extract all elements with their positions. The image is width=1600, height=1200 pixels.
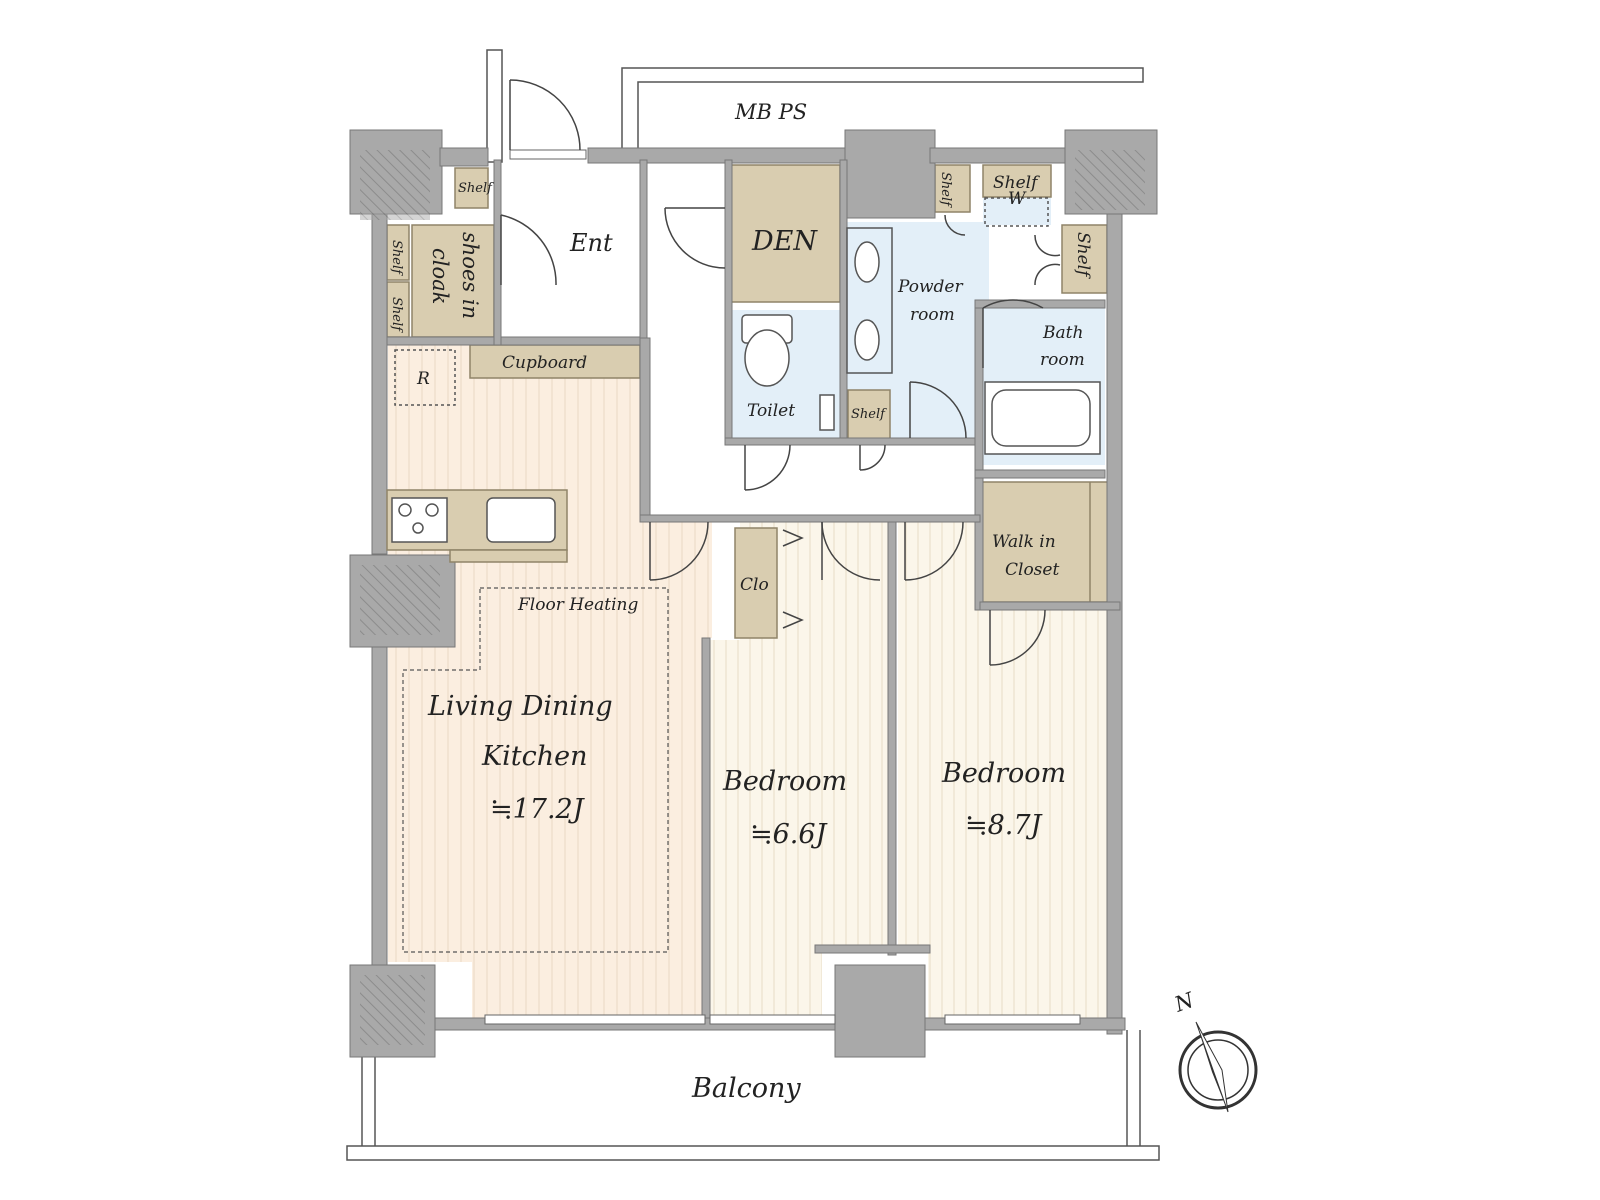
bedroom1-size-label: ≒6.6J xyxy=(750,819,829,850)
clo-label: Clo xyxy=(740,575,769,595)
walk-in-closet-label: Walk in xyxy=(992,532,1056,552)
den xyxy=(729,164,841,303)
bath-room-label-2: room xyxy=(1040,350,1085,370)
washer-space xyxy=(984,197,1049,227)
shoes-cloak-label: shoes in xyxy=(458,232,482,319)
bath-room-label: Bath xyxy=(1042,323,1083,343)
bedroom2-floor xyxy=(898,520,1122,1018)
kitchen-counter-lower xyxy=(449,549,568,563)
stove xyxy=(391,497,448,543)
north-compass xyxy=(1178,1021,1258,1113)
balcony-rail xyxy=(346,1030,1160,1161)
mb-ps-frame xyxy=(621,67,1144,148)
ldk-size-label: ≒17.2J xyxy=(490,794,586,825)
ent-label: Ent xyxy=(569,229,613,257)
cupboard xyxy=(469,344,641,379)
doors xyxy=(500,79,1061,666)
shelf-w xyxy=(982,164,1052,198)
entry-door-frame xyxy=(486,49,503,163)
ldk-label-2: Kitchen xyxy=(481,741,588,772)
walk-in-closet xyxy=(979,481,1121,603)
w-label: W xyxy=(1008,189,1027,209)
shelf-top xyxy=(934,164,971,213)
ldk-floor xyxy=(388,345,712,1018)
fixtures xyxy=(386,197,1101,953)
shelf-right xyxy=(1061,224,1108,294)
bedroom2-size-label: ≒8.7J xyxy=(965,810,1044,841)
shelf-hall xyxy=(847,389,891,441)
floor-heating-label: Floor Heating xyxy=(517,595,638,615)
floor-heating-outline xyxy=(402,587,669,953)
bedroom2-label: Bedroom xyxy=(941,758,1066,789)
shelf-right-label: Shelf xyxy=(1073,232,1093,279)
shelf-top-label: Shelf xyxy=(938,172,953,208)
powder-room-label: Powder xyxy=(897,277,963,297)
cupboard-label: Cupboard xyxy=(502,353,587,373)
storage-blocks xyxy=(386,164,1121,639)
den-label: DEN xyxy=(751,226,818,257)
balcony-label: Balcony xyxy=(691,1073,801,1104)
bedroom1-floor xyxy=(705,520,888,1018)
shelf-entry xyxy=(454,167,489,209)
refrigerator-space xyxy=(394,349,456,406)
walk-in-closet-label-2: Closet xyxy=(1005,560,1059,580)
kitchen-sink xyxy=(486,497,556,543)
room-labels: MB PS Shelf Shelf Shelf shoes in cloak E… xyxy=(389,100,1198,1104)
pillar-hatch xyxy=(360,150,1145,1045)
shelf-hall-label: Shelf xyxy=(851,407,887,422)
bedroom1-label: Bedroom xyxy=(722,766,847,797)
refrigerator-label: R xyxy=(416,369,430,389)
shoes-cloak-label-2: cloak xyxy=(428,248,452,304)
ldk-label-1: Living Dining xyxy=(427,691,613,722)
clo xyxy=(734,527,778,639)
shelf-cloak-2-label: Shelf xyxy=(389,297,404,333)
mb-ps-label: MB PS xyxy=(734,100,807,124)
toilet-label: Toilet xyxy=(747,401,795,421)
windows xyxy=(484,149,1081,1025)
shelf-entry-label: Shelf xyxy=(458,181,494,196)
toilet-bowl xyxy=(744,329,790,387)
shelf-w-label: Shelf xyxy=(993,173,1040,193)
shelf-cloak-1-label: Shelf xyxy=(389,240,404,276)
powder-room-label-2: room xyxy=(910,305,955,325)
north-label: N xyxy=(1171,988,1198,1017)
